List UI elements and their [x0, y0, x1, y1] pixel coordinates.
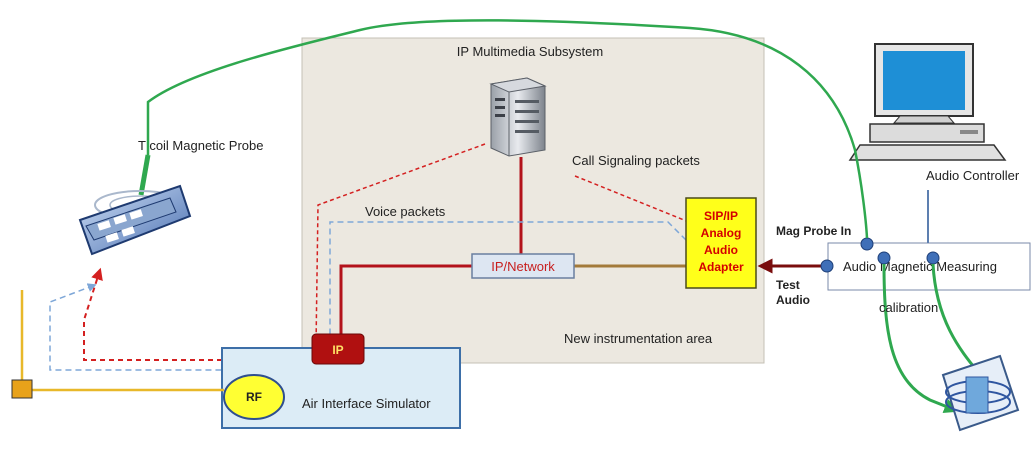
test-audio-port [820, 259, 834, 273]
tcoil-probe-cable [146, 19, 869, 239]
audio-controller-label: Audio Controller [926, 168, 1020, 183]
voice-packets-label: Voice packets [365, 204, 446, 219]
call-signaling-server-to-phone [315, 143, 486, 347]
antenna-icon [11, 379, 33, 399]
calibration-coil-icon [941, 354, 1020, 432]
ip-network-label: IP/Network [491, 259, 555, 274]
test-audio-line-2: Audio [776, 293, 810, 307]
audio-magnetic-measuring-label: Audio Magnetic Measuring [843, 259, 997, 274]
tcoil-probe-label: T coil Magnetic Probe [138, 138, 264, 153]
ip-to-network-line [339, 264, 472, 337]
test-audio-line-1: Test [776, 278, 800, 292]
antenna-line [20, 290, 224, 392]
new-instrumentation-area-label: New instrumentation area [564, 331, 713, 346]
adapter-line-3: Audio [704, 243, 738, 257]
rf-block: RF [223, 374, 285, 420]
mag-probe-in-port [860, 237, 874, 251]
phone-icon [78, 184, 192, 256]
computer-icon [848, 43, 1007, 161]
calibration-cable-left [882, 263, 960, 414]
calibration-port-right [926, 251, 940, 265]
adapter-line-2: Analog [701, 226, 742, 240]
adapter-line-4: Adapter [698, 260, 744, 274]
ip-block: IP [311, 333, 365, 365]
adapter-line-1: SIP/IP [704, 209, 738, 223]
sip-ip-analog-audio-adapter: SIP/IP Analog Audio Adapter [685, 197, 757, 289]
air-red-dashed-path [83, 267, 317, 361]
calibration-label: calibration [879, 300, 938, 315]
calibration-port-left [877, 251, 891, 265]
mag-probe-in-label: Mag Probe In [776, 224, 851, 238]
rf-label: RF [246, 390, 262, 404]
server-icon [489, 77, 547, 157]
ip-network-box: IP/Network [471, 253, 575, 279]
calibration-cable-right [931, 263, 980, 373]
audio-magnetic-measuring-box [827, 242, 1031, 291]
call-signaling-label: Call Signaling packets [572, 153, 700, 168]
ims-title: IP Multimedia Subsystem [457, 44, 603, 59]
air-interface-simulator-label: Air Interface Simulator [302, 396, 431, 411]
probe-tip [138, 154, 151, 196]
ip-block-label: IP [332, 343, 343, 357]
